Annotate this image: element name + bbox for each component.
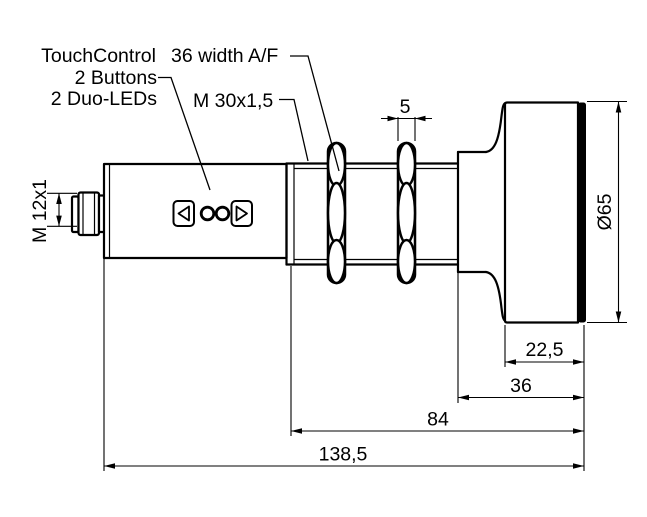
duo-led-2 bbox=[214, 205, 231, 222]
right-arrow-icon bbox=[235, 205, 248, 222]
dim-total-length-text: 138,5 bbox=[319, 444, 368, 466]
left-button bbox=[172, 200, 195, 227]
transducer-face bbox=[578, 102, 586, 323]
extension-lines bbox=[103, 258, 585, 471]
dim-connector-thread: M 12x1 bbox=[29, 179, 77, 243]
callout-wrench-width: 36 width A/F bbox=[171, 45, 278, 67]
touch-control-panel bbox=[172, 200, 253, 227]
callout-2-buttons: 2 Buttons bbox=[75, 67, 158, 89]
sensor-body bbox=[102, 162, 288, 260]
m12-connector bbox=[70, 191, 106, 237]
dim-connector-thread-text: M 12x1 bbox=[29, 179, 51, 243]
callout-touchcontrol: TouchControl bbox=[41, 45, 156, 67]
leader-wrench-width bbox=[290, 55, 340, 172]
dim-head-section-text: 36 bbox=[510, 375, 532, 397]
dim-nut-width: 5 bbox=[381, 96, 432, 141]
dim-barrel-length-text: 84 bbox=[427, 409, 449, 431]
dim-total-length: 138,5 bbox=[104, 444, 584, 469]
dim-head-length-text: 22,5 bbox=[526, 339, 564, 361]
callout-2-duo-leds: 2 Duo-LEDs bbox=[51, 88, 157, 110]
dim-barrel-length: 84 bbox=[291, 409, 584, 434]
dim-nut-width-text: 5 bbox=[400, 96, 411, 118]
dim-head-diameter-text: Ø65 bbox=[594, 193, 616, 230]
sensor-head bbox=[503, 101, 586, 324]
dim-head-length: 22,5 bbox=[505, 339, 584, 365]
leader-buttons bbox=[158, 76, 211, 191]
dim-head-section: 36 bbox=[458, 375, 584, 401]
hex-nut-2 bbox=[396, 141, 417, 285]
head-taper-bottom bbox=[484, 270, 507, 322]
leader-lines bbox=[158, 55, 340, 191]
head-taper-top bbox=[484, 102, 507, 154]
dim-head-diameter: Ø65 bbox=[587, 100, 627, 324]
right-button bbox=[230, 200, 253, 227]
leader-mounting-thread bbox=[279, 98, 309, 162]
duo-led-1 bbox=[199, 205, 216, 222]
thread-barrel bbox=[285, 162, 460, 266]
hex-nut-1 bbox=[326, 141, 347, 285]
callout-mounting-thread: M 30x1,5 bbox=[193, 90, 273, 112]
collar-step bbox=[456, 102, 507, 322]
left-arrow-icon bbox=[177, 205, 190, 222]
